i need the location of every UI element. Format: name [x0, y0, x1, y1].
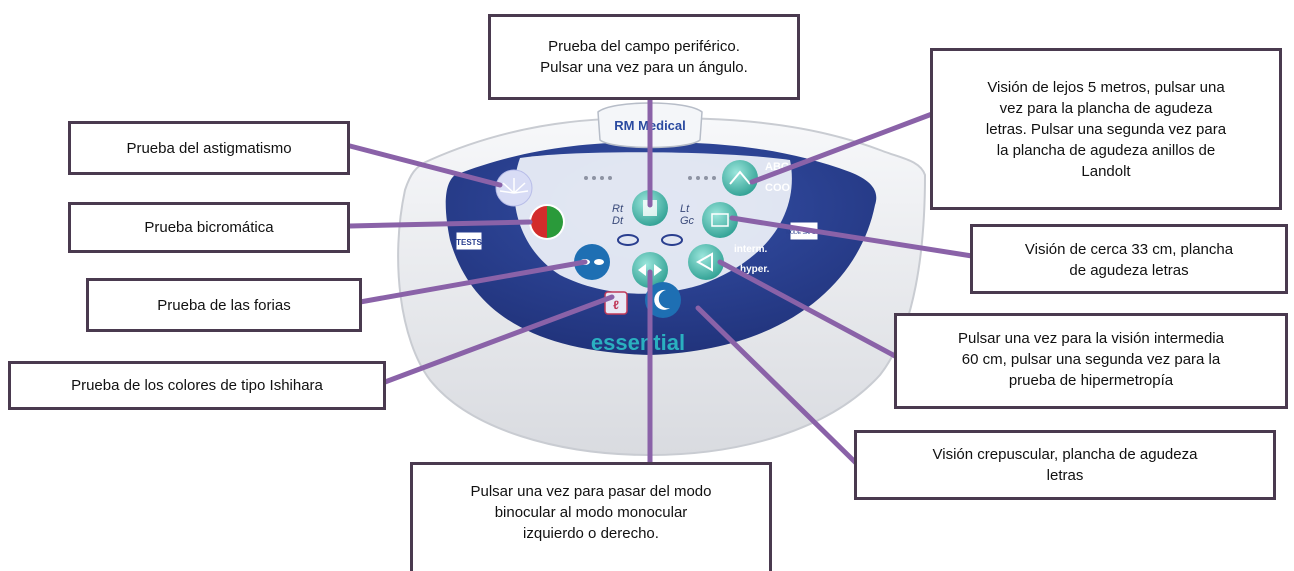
- callout-line: letras: [1046, 467, 1084, 484]
- eyes-icon: [617, 234, 683, 246]
- tests-label: TESTS: [456, 238, 482, 247]
- callout-astigmatism: Prueba del astigmatismo: [68, 121, 350, 175]
- callout-phoria: Prueba de las forias: [86, 278, 362, 332]
- near-vision-button: [702, 202, 738, 238]
- callout-line: Landolt: [1081, 162, 1131, 180]
- callout-line: Pulsar una vez para pasar del modo: [470, 483, 712, 500]
- far-vision-button: [722, 160, 758, 196]
- callout-near-vision: Visión de cerca 33 cm, plancha de agudez…: [970, 224, 1288, 294]
- bichrome-button: [529, 204, 565, 240]
- callout-line: Prueba del astigmatismo: [126, 139, 292, 157]
- callout-line: Pulsar una vez para la visión intermedia: [958, 330, 1224, 347]
- peripheral-field-button: [632, 190, 668, 226]
- callout-intermediate: Pulsar una vez para la visión intermedia…: [894, 313, 1288, 409]
- callout-line: binocular al modo monocular: [494, 504, 688, 521]
- brand-logo: RM Medical: [614, 118, 686, 133]
- right-side-tag-label: MODE SAFETY: [786, 230, 823, 236]
- indicator-dots: [584, 176, 716, 180]
- callout-far-vision: Visión de lejos 5 metros, pulsar una vez…: [930, 48, 1282, 210]
- callout-line: Pulsar una vez para un ángulo.: [540, 59, 748, 76]
- abc-label: ABC: [765, 161, 789, 173]
- astigmatism-button: [495, 169, 533, 207]
- callout-line: izquierdo o derecho.: [523, 525, 659, 542]
- callout-line: Prueba de las forias: [157, 296, 291, 314]
- callout-bichrome: Prueba bicromática: [68, 202, 350, 253]
- callout-line: Visión de lejos 5 metros, pulsar una: [987, 78, 1225, 96]
- right-eye-label-alt: Dt: [612, 215, 624, 227]
- landolt-label: COO: [765, 182, 791, 194]
- right-eye-label: Rt: [612, 203, 624, 215]
- twilight-button: [645, 282, 681, 318]
- callout-line: letras. Pulsar una segunda vez para: [985, 120, 1227, 138]
- callout-line: prueba de hipermetropía: [1008, 372, 1174, 389]
- ishihara-button: ℓ: [604, 291, 628, 315]
- hyper-label: hyper.: [740, 264, 770, 275]
- callout-line: 60 cm, pulsar una segunda vez para la: [961, 351, 1221, 368]
- svg-text:ℓ: ℓ: [613, 298, 619, 312]
- model-label: essential: [591, 330, 685, 355]
- intermediate-button: [688, 244, 724, 280]
- callout-line: la plancha de agudeza anillos de: [996, 141, 1216, 159]
- callout-binocular-mode: Pulsar una vez para pasar del modo binoc…: [410, 462, 772, 571]
- callout-line: Visión de cerca 33 cm, plancha: [1024, 241, 1234, 258]
- callout-line: Prueba de los colores de tipo Ishihara: [71, 377, 323, 394]
- callout-line: Prueba del campo periférico.: [548, 38, 740, 55]
- left-eye-label: Lt: [680, 203, 690, 215]
- tests-tag: [455, 231, 483, 251]
- callout-line: Visión crepuscular, plancha de agudeza: [932, 446, 1198, 463]
- phoria-button: [574, 244, 610, 280]
- callout-line: vez para la plancha de agudeza: [999, 99, 1213, 117]
- callout-line: de agudeza letras: [1069, 262, 1189, 279]
- callout-twilight: Visión crepuscular, plancha de agudeza l…: [854, 430, 1276, 500]
- callout-peripheral-field: Prueba del campo periférico. Pulsar una …: [488, 14, 800, 100]
- callout-ishihara: Prueba de los colores de tipo Ishihara: [8, 361, 386, 410]
- callout-line: Prueba bicromática: [144, 219, 274, 236]
- left-eye-label-alt: Gc: [680, 215, 695, 227]
- interm-label: interm.: [734, 244, 768, 255]
